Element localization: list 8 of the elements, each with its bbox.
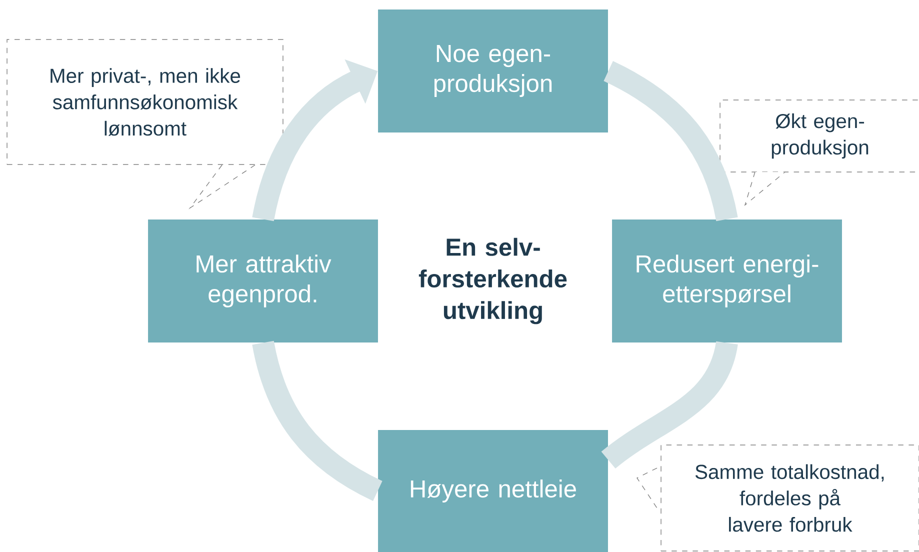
speech-bubble: Samme totalkostnad, fordeles på lavere forbruk	[636, 444, 919, 552]
speech-bubble: Mer privat-, men ikke samfunnsøkonomisk lønnsomt	[6, 39, 284, 210]
process-box: Noe egen- produksjon	[378, 10, 608, 132]
speech-bubble: Økt egen- produksjon	[720, 100, 919, 206]
process-box: Høyere nettleie	[378, 430, 608, 552]
process-box: Redusert energi- etterspørsel	[612, 220, 842, 342]
process-box: Mer attraktiv egenprod.	[148, 220, 378, 342]
center-heading: En selv- forsterkende utvikling	[418, 238, 567, 324]
